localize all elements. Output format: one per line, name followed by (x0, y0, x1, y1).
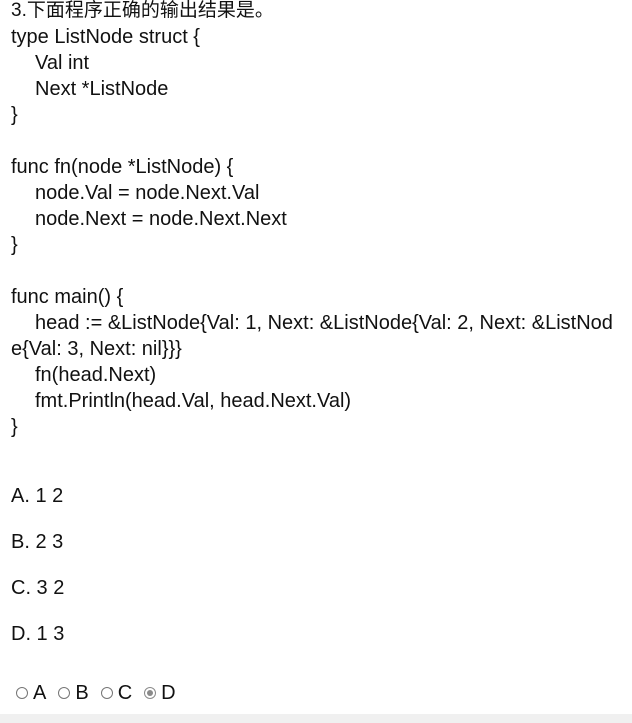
option-d: D. 1 3 (11, 623, 65, 645)
option-a: A. 1 2 (11, 485, 64, 507)
answer-b[interactable]: B (58, 681, 89, 705)
question-block: 3.下面程序正确的输出结果是。 type ListNode struct { V… (11, 0, 623, 440)
code-line: Next *ListNode (35, 78, 169, 100)
code-line (11, 258, 623, 284)
code-line: type ListNode struct { (11, 26, 200, 48)
radio-button[interactable] (16, 687, 28, 699)
code-block: type ListNode struct { Val int Next *Lis… (11, 24, 623, 440)
answer-c[interactable]: C (100, 681, 133, 705)
radio-button[interactable] (100, 687, 113, 699)
question-title: 3.下面程序正确的输出结果是。 (11, 0, 274, 21)
code-line: } (11, 104, 18, 126)
code-line: func main() { (11, 286, 124, 308)
option-b: B. 2 3 (11, 531, 64, 553)
answer-label: A (33, 682, 47, 704)
option-c: C. 3 2 (11, 577, 65, 599)
code-line: head := &ListNode{Val: 1, Next: &ListNod… (11, 310, 623, 362)
answer-label: B (75, 682, 89, 704)
code-line: fn(head.Next) (35, 364, 157, 386)
code-line: Val int (35, 52, 90, 74)
code-line: node.Val = node.Next.Val (35, 182, 260, 204)
code-line: } (11, 416, 18, 438)
radio-button[interactable] (144, 687, 157, 699)
options-list: A. 1 2 B. 2 3 C. 3 2 D. 1 3 (11, 484, 64, 668)
code-line: fmt.Println(head.Val, head.Next.Val) (35, 390, 352, 412)
code-line (11, 128, 623, 154)
answer-a[interactable]: A (16, 681, 46, 705)
answer-d[interactable]: D (144, 681, 176, 705)
answer-label: D (161, 682, 176, 704)
answer-radio-group: A B C D (16, 680, 188, 706)
code-line: func fn(node *ListNode) { (11, 156, 234, 178)
answer-label: C (117, 682, 133, 704)
code-line: node.Next = node.Next.Next (35, 208, 287, 230)
code-line: } (11, 234, 18, 256)
bottom-bar (0, 714, 632, 723)
code-line-text: head := &ListNode{Val: 1, Next: &ListNod… (11, 312, 613, 360)
radio-button[interactable] (58, 687, 71, 699)
